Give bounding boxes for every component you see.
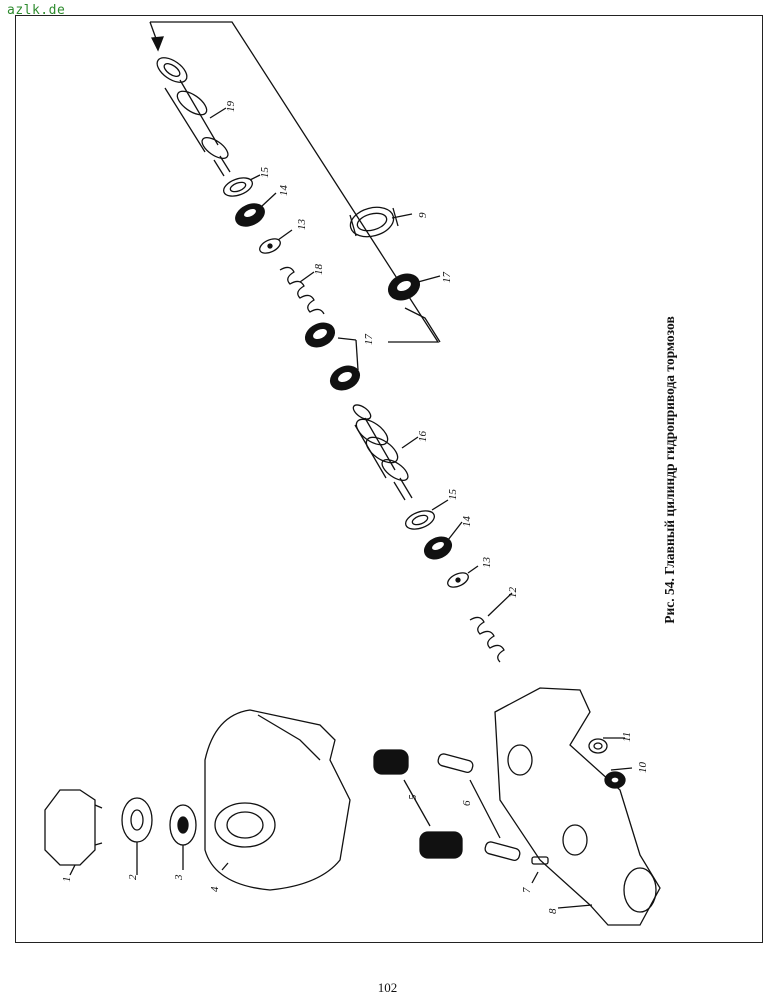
- label-15-lower: 15: [447, 489, 459, 501]
- label-9: 9: [417, 212, 429, 218]
- part-8-cylinder-body: [494, 687, 661, 926]
- part-12-spring: [469, 616, 505, 663]
- label-14-upper: 14: [278, 185, 290, 197]
- watermark-text: azlk.de: [7, 3, 66, 18]
- part-14-cup-lower: [423, 536, 453, 560]
- label-17-inset: 17: [441, 272, 453, 284]
- label-12: 12: [507, 587, 519, 599]
- part-16-piston: [352, 404, 413, 501]
- label-10: 10: [637, 762, 649, 774]
- label-1: 1: [61, 877, 73, 883]
- part-13-spring-cup-upper: [259, 238, 281, 254]
- label-18: 18: [313, 264, 325, 276]
- page-number: 102: [377, 980, 398, 995]
- label-13-upper: 13: [296, 219, 308, 231]
- figure-frame: [15, 15, 763, 943]
- part-10-nut: [604, 771, 626, 789]
- inset-boundary: [149, 21, 441, 343]
- figure-caption-text: Рис. 54. Главный цилиндр гидропривода то…: [662, 316, 677, 624]
- leader-lines: [69, 107, 633, 909]
- part-11-nut: [588, 738, 608, 754]
- part-13-spring-cup-lower: [447, 572, 469, 588]
- label-2: 2: [127, 874, 139, 880]
- part-1-cap: [44, 789, 103, 866]
- label-6: 6: [461, 800, 473, 806]
- label-7: 7: [521, 887, 533, 893]
- label-11: 11: [621, 732, 633, 742]
- label-19: 19: [225, 101, 237, 113]
- part-6-sleeves: [437, 753, 521, 861]
- part-labels: 1 2 3 4 5 6 7 8 9 10 11 12 13 13 14 14 1…: [61, 101, 649, 915]
- label-13-lower: 13: [481, 557, 493, 569]
- part-14-cup-upper: [235, 203, 265, 227]
- part-7-screw: [531, 856, 549, 865]
- part-18-spring: [279, 266, 325, 315]
- label-15-upper: 15: [259, 167, 271, 179]
- part-3-filter: [169, 804, 197, 846]
- label-16: 16: [417, 431, 429, 443]
- part-2-washer: [121, 797, 153, 843]
- part-9-sleeve: [349, 206, 399, 238]
- label-17-pair: 17: [363, 334, 375, 346]
- part-5-valves: [373, 749, 463, 859]
- part-19-piston: [156, 57, 231, 177]
- part-17-cup-inset: [387, 273, 421, 301]
- label-5: 5: [407, 794, 419, 800]
- label-14-lower: 14: [461, 516, 473, 528]
- part-4-reservoir: [204, 709, 351, 891]
- part-17-cups-pair: [304, 322, 361, 391]
- part-15-washer-upper: [222, 177, 254, 197]
- label-3: 3: [173, 874, 185, 881]
- label-8: 8: [547, 908, 559, 914]
- part-15-washer-lower: [404, 510, 436, 530]
- label-4: 4: [209, 886, 221, 892]
